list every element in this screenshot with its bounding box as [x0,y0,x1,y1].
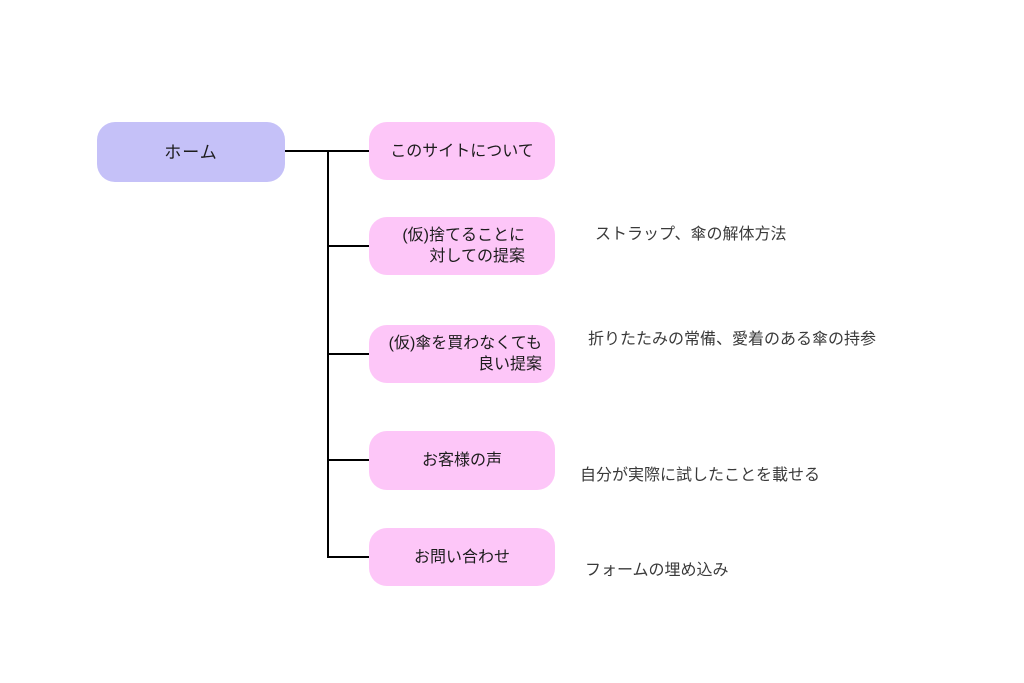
note-contact: フォームの埋め込み [585,562,729,579]
connector-branch-2 [327,245,369,247]
node-contact: お問い合わせ [369,528,555,586]
node-home: ホーム [97,122,285,182]
node-customer-voices: お客様の声 [369,431,555,490]
node-no-buy-umbrella-proposal: (仮)傘を買わなくても 良い提案 [369,325,555,383]
connector-branch-3 [327,353,369,355]
connector-branch-5 [327,556,369,558]
node-about-site-label: このサイトについて [390,142,534,160]
note-customer-voices: 自分が実際に試したことを載せる [580,467,821,484]
note-disposal-proposal: ストラップ、傘の解体方法 [595,226,787,243]
node-home-label: ホーム [164,142,218,162]
connector-branch-4 [327,459,369,461]
note-no-buy-umbrella: 折りたたみの常備、愛着のある傘の持参 [588,331,877,348]
node-customer-voices-label: お客様の声 [421,452,502,469]
node-disposal-proposal-label-line2: 対しての提案 [429,248,525,265]
node-about-site: このサイトについて [369,122,555,180]
node-disposal-proposal-label-line1: (仮)捨てることに [402,227,525,244]
node-contact-label: お問い合わせ [413,548,510,566]
node-no-buy-umbrella-label-line2: 良い提案 [477,356,542,373]
node-disposal-proposal: (仮)捨てることに 対しての提案 [369,217,555,275]
node-no-buy-umbrella-label-line1: (仮)傘を買わなくても [388,335,542,352]
